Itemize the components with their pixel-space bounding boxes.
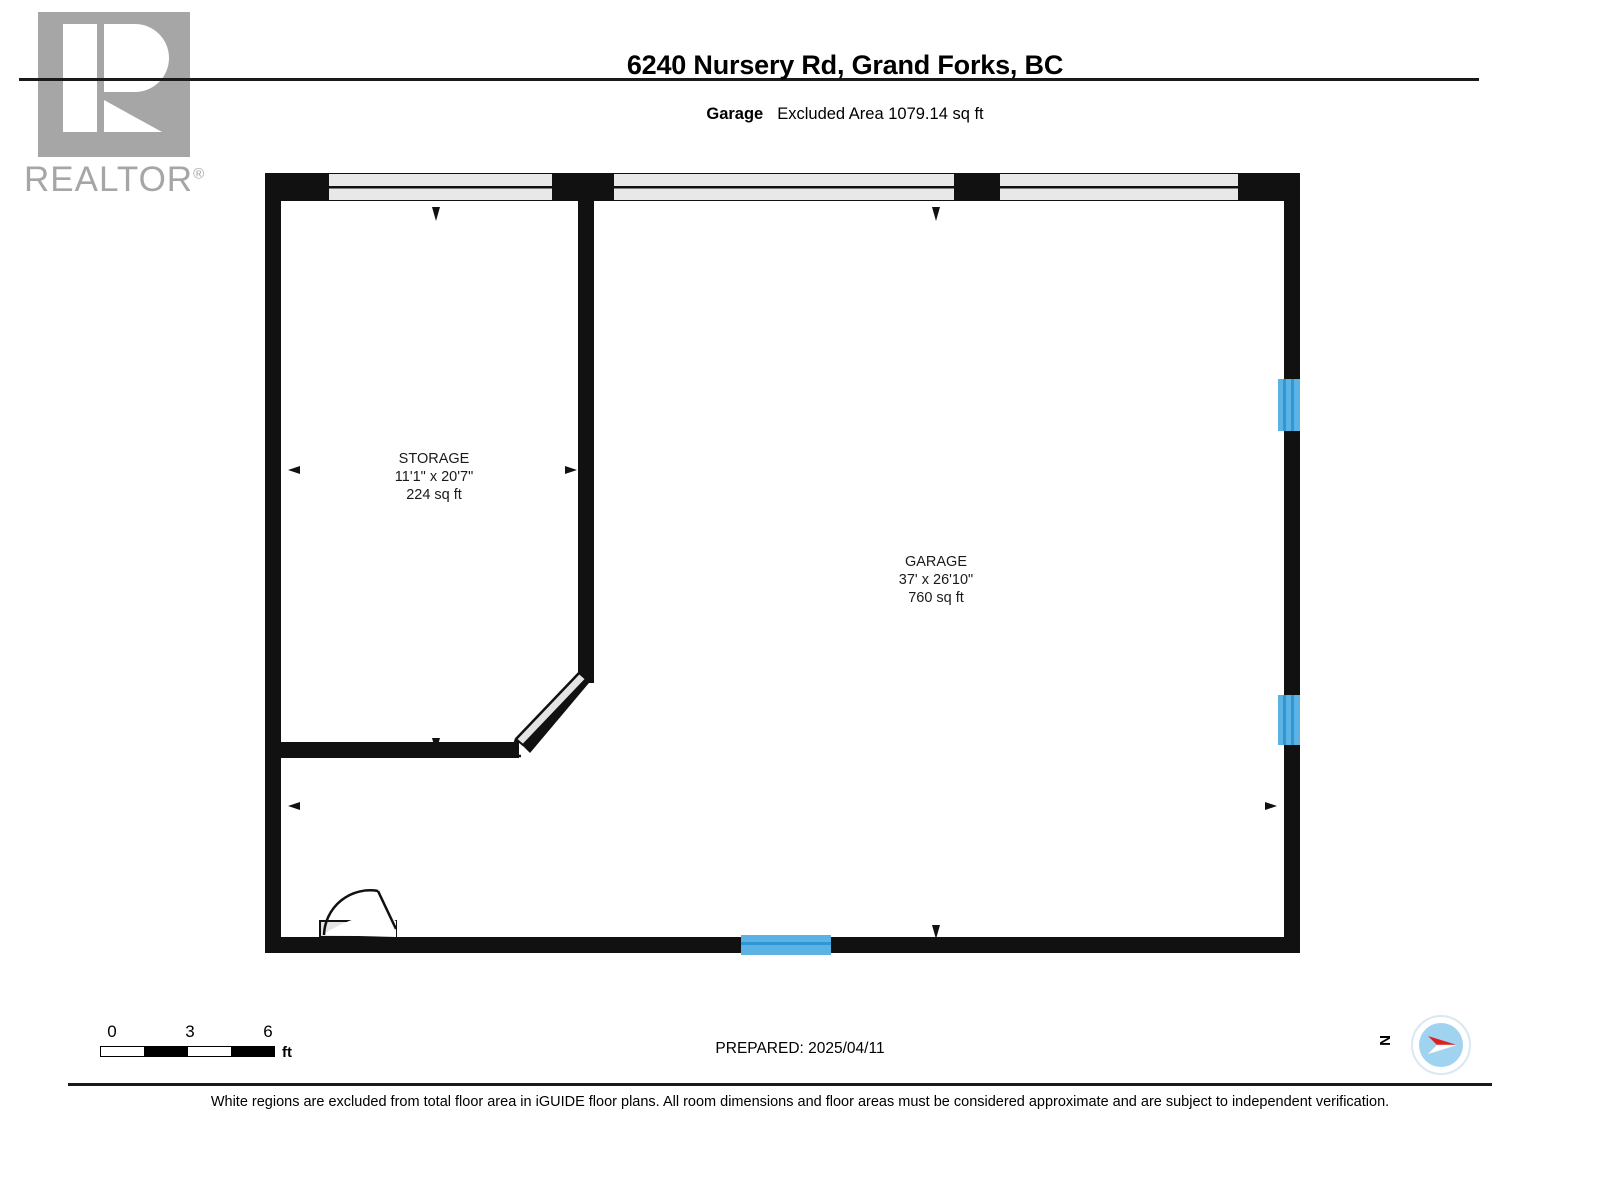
room-dimensions-storage: 11'1" x 20'7" bbox=[395, 469, 473, 485]
window-top-right bbox=[614, 174, 954, 200]
realtor-registered-icon: ® bbox=[193, 165, 206, 183]
window-bottom bbox=[741, 935, 831, 955]
footer-divider-rule bbox=[68, 1083, 1492, 1086]
scale-tick-labels: 0 3 6 bbox=[100, 1022, 275, 1044]
dimension-markers bbox=[288, 207, 1277, 939]
compass-north-label: N bbox=[1376, 1035, 1394, 1046]
scale-tick-0: 0 bbox=[107, 1022, 117, 1041]
room-name-garage: GARAGE bbox=[905, 554, 967, 570]
floor-plan-svg: STORAGE 11'1" x 20'7" 224 sq ft GARAGE 3… bbox=[265, 173, 1300, 955]
header-divider-rule bbox=[19, 78, 1479, 81]
compass-rose: N bbox=[1376, 1014, 1488, 1076]
disclaimer-text: White regions are excluded from total fl… bbox=[210, 1094, 1390, 1110]
dimension-arrow-storage-right bbox=[565, 466, 577, 474]
realtor-wordmark: REALTOR® bbox=[24, 160, 224, 200]
room-label-garage: GARAGE 37' x 26'10" 760 sq ft bbox=[899, 554, 973, 606]
scale-tick-3: 3 bbox=[185, 1022, 195, 1041]
floor-plan: STORAGE 11'1" x 20'7" 224 sq ft GARAGE 3… bbox=[0, 145, 1600, 1005]
dimension-arrow-storage-bottom bbox=[432, 738, 440, 752]
scale-bar: 0 3 6 ft bbox=[100, 1022, 300, 1068]
realtor-wordmark-text: REALTOR bbox=[24, 160, 194, 199]
realtor-r-icon bbox=[63, 24, 169, 132]
page-title: 6240 Nursery Rd, Grand Forks, BC bbox=[626, 50, 1064, 80]
realtor-logo-mark bbox=[38, 12, 190, 157]
dimension-arrow-garage-left bbox=[288, 802, 300, 810]
scale-bar-segments bbox=[100, 1046, 275, 1057]
dimension-arrow-storage-top bbox=[432, 207, 440, 221]
scale-segment-3 bbox=[187, 1047, 231, 1056]
dimension-arrow-garage-bottom bbox=[932, 925, 940, 939]
window-top-left bbox=[329, 174, 552, 200]
dimension-arrow-garage-right bbox=[1265, 802, 1277, 810]
scale-segment-2 bbox=[144, 1047, 188, 1056]
level-area: Excluded Area 1079.14 sq ft bbox=[777, 105, 984, 123]
room-dimensions-garage: 37' x 26'10" bbox=[899, 572, 973, 588]
window-top-far-right bbox=[1000, 174, 1238, 200]
door-storage-exterior bbox=[319, 889, 398, 938]
level-summary: Garage Excluded Area 1079.14 sq ft bbox=[200, 105, 1490, 124]
room-area-garage: 760 sq ft bbox=[908, 590, 964, 606]
scale-segment-1 bbox=[101, 1047, 145, 1056]
prepared-date: PREPARED: 2025/04/11 bbox=[715, 1040, 885, 1057]
compass-rose-icon bbox=[1411, 1015, 1471, 1075]
interior-partition-wall bbox=[281, 173, 594, 758]
window-right-lower bbox=[1278, 695, 1300, 745]
dimension-arrow-garage-top bbox=[932, 207, 940, 221]
plan-header: REALTOR® 6240 Nursery Rd, Grand Forks, B… bbox=[0, 0, 1600, 199]
floor-fill bbox=[280, 187, 1288, 937]
door-storage-interior bbox=[512, 671, 588, 758]
scale-tick-6: 6 bbox=[263, 1022, 273, 1041]
room-label-storage: STORAGE 11'1" x 20'7" 224 sq ft bbox=[395, 451, 473, 503]
scale-segment-4 bbox=[230, 1047, 274, 1056]
dimension-arrow-storage-left bbox=[288, 466, 300, 474]
window-right-upper bbox=[1278, 379, 1300, 431]
scale-unit-label: ft bbox=[282, 1044, 292, 1061]
room-name-storage: STORAGE bbox=[399, 451, 470, 467]
level-name: Garage bbox=[706, 105, 764, 123]
room-area-storage: 224 sq ft bbox=[406, 487, 462, 503]
